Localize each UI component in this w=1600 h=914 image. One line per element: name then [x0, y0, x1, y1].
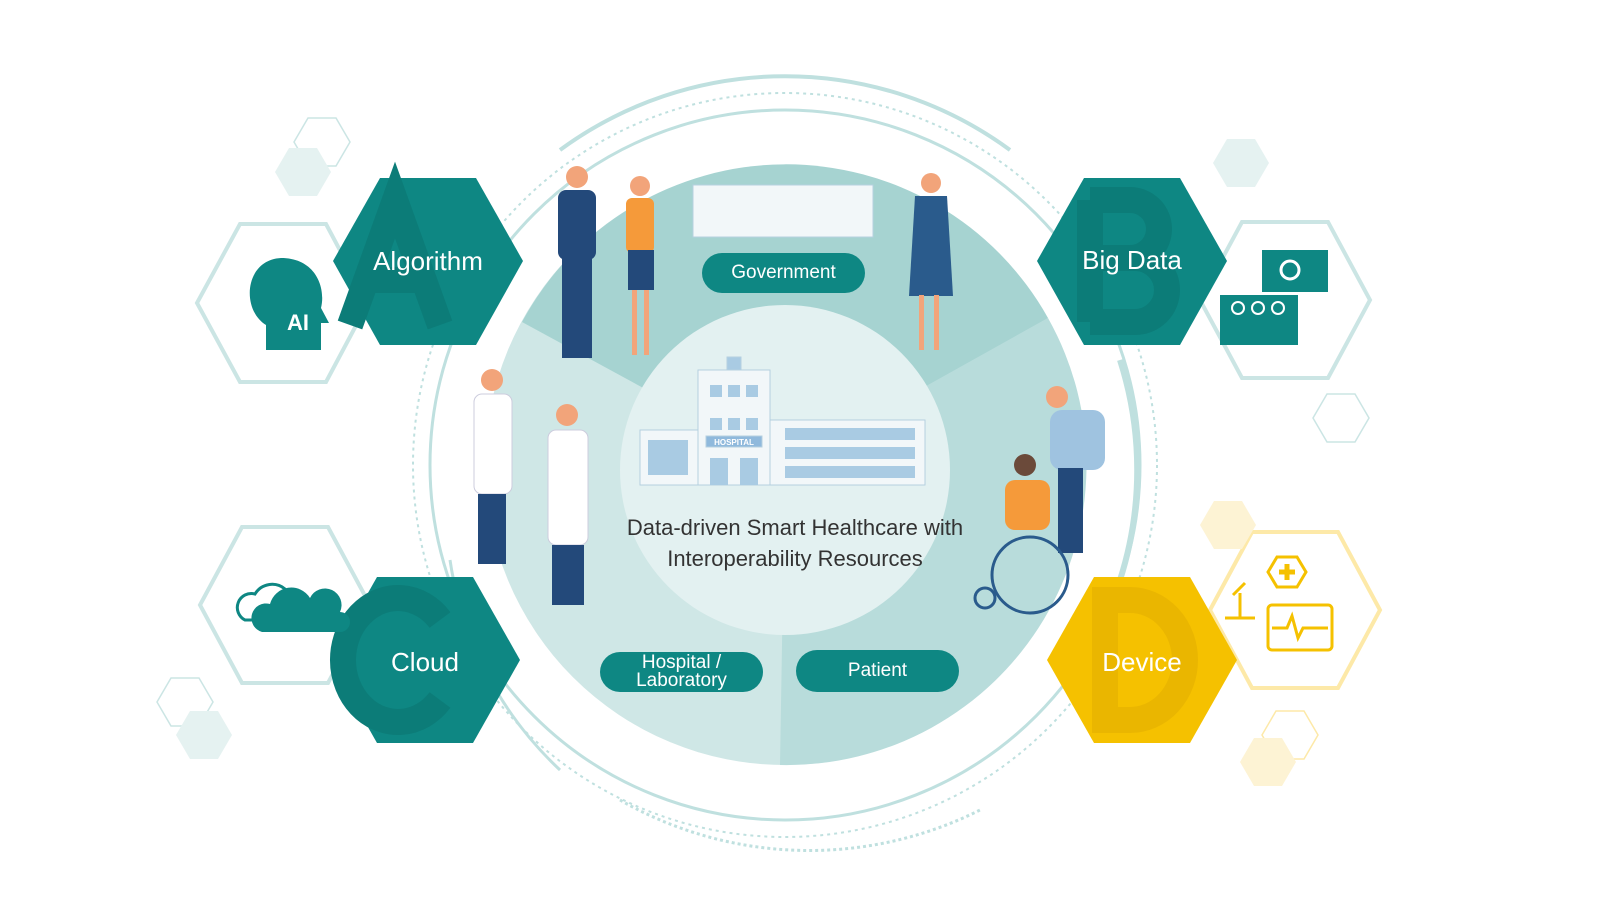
- hospital-sign: HOSPITAL: [714, 438, 754, 447]
- device-label: Device: [1102, 646, 1182, 677]
- medical-device-icon: [1225, 555, 1334, 652]
- big-data-label: Big Data: [1082, 244, 1182, 275]
- ai-head-icon: AI: [249, 258, 329, 350]
- government-people: [558, 166, 953, 358]
- ai-icon-text: AI: [287, 310, 309, 335]
- center-title: Data-driven Smart Healthcare with Intero…: [626, 515, 964, 571]
- letter-c-watermark: [330, 585, 451, 735]
- hexagon-algorithm: [333, 161, 523, 345]
- algorithm-label: Algorithm: [373, 245, 483, 276]
- hexagon-device: [1047, 577, 1237, 743]
- cloud-label: Cloud: [391, 646, 459, 677]
- dashboard-icon: [1220, 250, 1328, 345]
- patient-pill: Patient: [796, 650, 959, 692]
- letter-b-watermark: [1077, 187, 1180, 335]
- decorative-hexagons: [176, 139, 1296, 786]
- cloud-icon: [235, 582, 350, 632]
- people-illustrations: [473, 166, 1105, 615]
- hospital-building-icon: HOSPITAL: [639, 356, 926, 486]
- letter-a-watermark: [337, 161, 453, 330]
- government-pill: Government: [702, 253, 865, 293]
- letter-d-watermark: [1092, 587, 1198, 733]
- patient-people: [973, 386, 1105, 615]
- hexagon-big-data: [1037, 178, 1227, 345]
- hospital-laboratory-pill: Hospital / Laboratory: [600, 652, 763, 692]
- hospital-staff: [473, 369, 589, 605]
- hexagon-cloud: [330, 577, 520, 743]
